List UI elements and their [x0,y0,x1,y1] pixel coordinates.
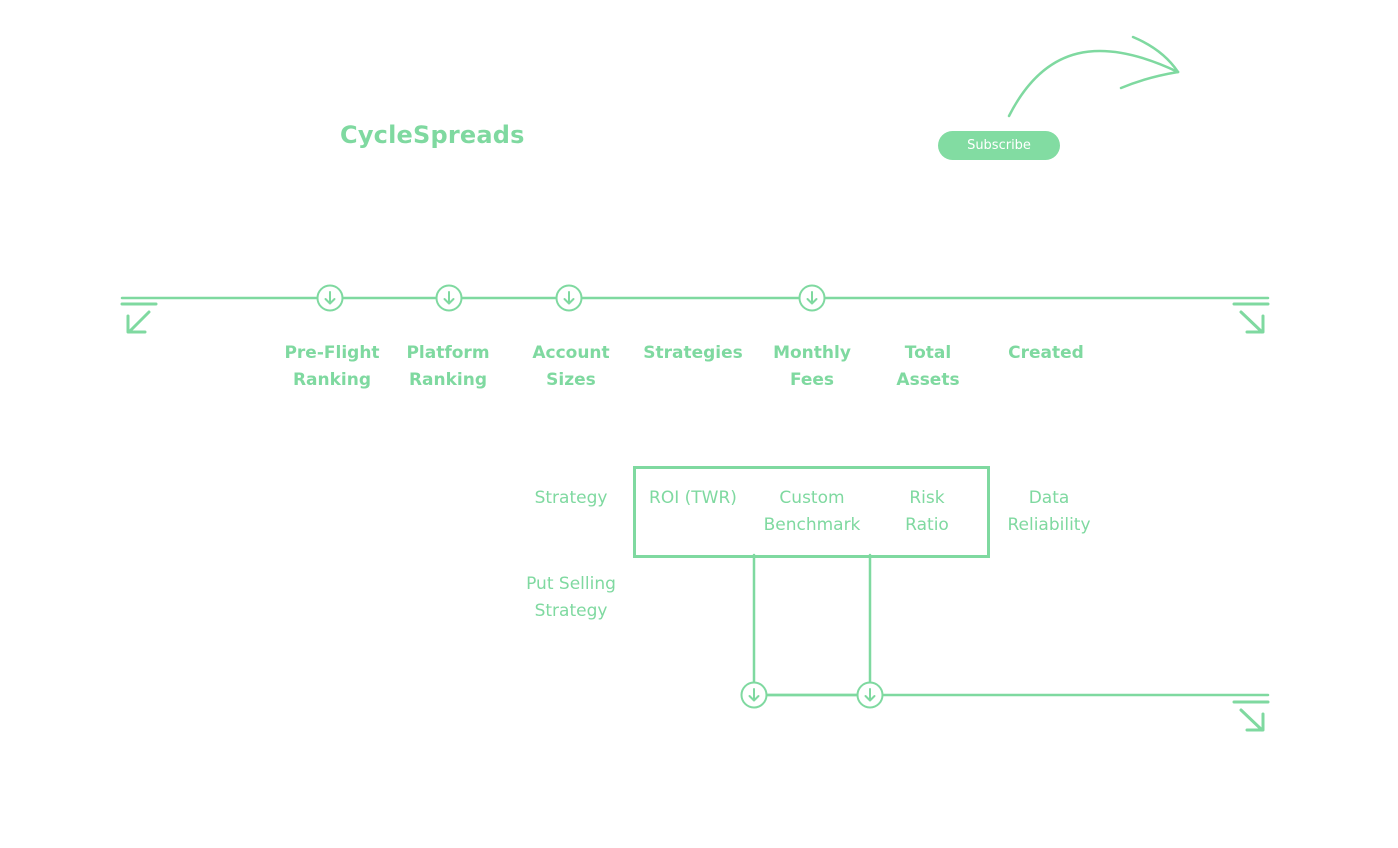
column-label: Strategy [534,601,608,621]
column-data-reliability[interactable]: Data Reliability [1007,485,1090,539]
column-label: Put Selling [526,574,616,594]
column-label: Risk [909,488,945,508]
column-roi-twr[interactable]: ROI (TWR) [649,485,737,512]
sort-custom-benchmark-icon[interactable] [740,681,768,709]
sort-monthly-fees-icon[interactable] [798,284,826,312]
column-label: Reliability [1007,515,1091,535]
column-label: Benchmark [763,515,861,535]
column-custom-benchmark[interactable]: Custom Benchmark [764,485,861,539]
column-risk-ratio[interactable]: Risk Ratio [905,485,949,539]
column-label: Account [532,343,610,363]
brand-logo[interactable]: CycleSpreads [340,121,525,149]
sort-account-sizes-icon[interactable] [555,284,583,312]
column-label: Ratio [905,515,949,535]
column-label: Pre-Flight [284,343,380,363]
arrow-down-right-bar-icon[interactable] [1232,700,1270,732]
curved-arrow-icon [1007,35,1180,118]
column-label: Created [1008,343,1084,363]
column-label: Monthly [773,343,851,363]
column-label: Ranking [292,370,372,390]
column-label: Strategy [534,488,608,508]
subscribe-button[interactable]: Subscribe [938,131,1060,160]
column-monthly-fees[interactable]: Monthly Fees [773,340,851,394]
column-label: Fees [789,370,835,390]
column-pre-flight-ranking[interactable]: Pre-Flight Ranking [284,340,379,394]
arrow-down-right-bar-icon[interactable] [1232,302,1270,334]
column-platform-ranking[interactable]: Platform Ranking [406,340,489,394]
column-created[interactable]: Created [1008,340,1084,367]
column-label: Platform [406,343,490,363]
column-label: Strategies [643,343,743,363]
column-put-selling-strategy[interactable]: Put Selling Strategy [526,571,616,625]
sort-platform-icon[interactable] [435,284,463,312]
column-label: Assets [896,370,960,390]
arrow-down-left-bar-icon[interactable] [120,302,158,334]
column-label: Data [1028,488,1070,508]
column-label: ROI (TWR) [649,488,737,508]
sort-risk-ratio-icon[interactable] [856,681,884,709]
column-label: Ranking [408,370,488,390]
column-strategies[interactable]: Strategies [643,340,743,367]
column-label: Custom [779,488,845,508]
highlight-box [633,466,990,558]
column-total-assets[interactable]: Total Assets [896,340,959,394]
column-label: Total [904,343,952,363]
column-strategy[interactable]: Strategy [535,485,608,512]
column-label: Sizes [546,370,596,390]
column-account-sizes[interactable]: Account Sizes [532,340,609,394]
sort-pre-flight-icon[interactable] [316,284,344,312]
